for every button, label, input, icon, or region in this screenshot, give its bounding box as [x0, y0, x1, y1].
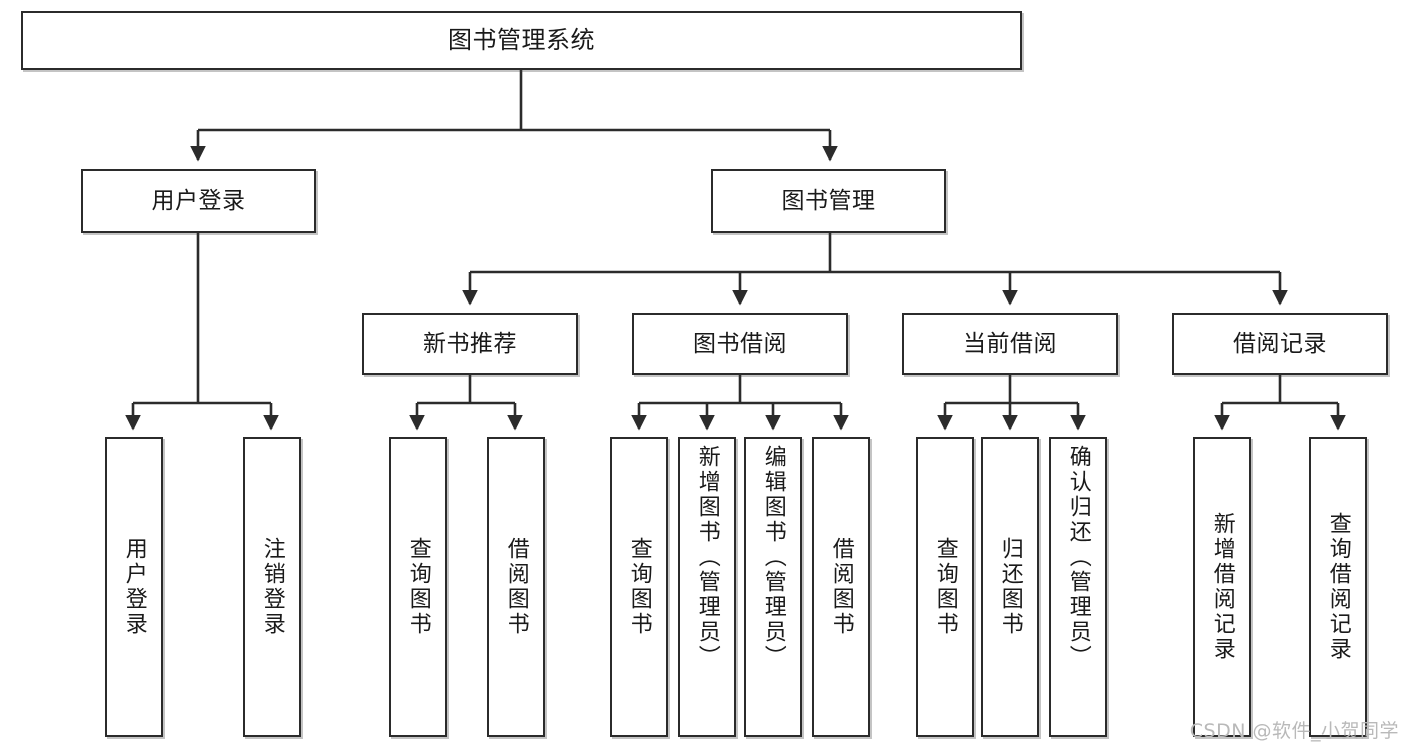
- node-book-management-label: 图书管理: [781, 187, 876, 214]
- node-leaf-query-book-1-label: 查询图书: [405, 537, 431, 637]
- node-leaf-return-book-label: 归还图书: [997, 537, 1023, 637]
- node-leaf-edit-book[interactable]: 编辑图书（管理员）: [744, 437, 802, 737]
- node-current-borrow[interactable]: 当前借阅: [902, 313, 1118, 375]
- watermark: CSDN @软件_小贺同学: [1189, 720, 1399, 742]
- node-borrow-record[interactable]: 借阅记录: [1172, 313, 1388, 375]
- node-leaf-add-borrow-record[interactable]: 新增借阅记录: [1193, 437, 1251, 737]
- node-root-label: 图书管理系统: [448, 25, 595, 54]
- node-leaf-logout-login[interactable]: 注销登录: [243, 437, 301, 737]
- node-user-login-label: 用户登录: [151, 187, 246, 214]
- node-book-borrow[interactable]: 图书借阅: [632, 313, 848, 375]
- node-current-borrow-label: 当前借阅: [963, 330, 1057, 357]
- node-leaf-confirm-return[interactable]: 确认归还（管理员）: [1049, 437, 1107, 737]
- node-book-management[interactable]: 图书管理: [711, 169, 946, 233]
- node-leaf-query-borrow-record[interactable]: 查询借阅记录: [1309, 437, 1367, 737]
- node-leaf-borrow-book-2[interactable]: 借阅图书: [812, 437, 870, 737]
- node-leaf-query-book-2[interactable]: 查询图书: [610, 437, 668, 737]
- node-leaf-query-book-3-label: 查询图书: [932, 537, 958, 637]
- node-root[interactable]: 图书管理系统: [21, 11, 1022, 70]
- node-leaf-add-book[interactable]: 新增图书（管理员）: [678, 437, 736, 737]
- node-user-login[interactable]: 用户登录: [81, 169, 316, 233]
- node-new-book-recommend[interactable]: 新书推荐: [362, 313, 578, 375]
- node-leaf-confirm-return-label: 确认归还（管理员）: [1065, 445, 1091, 670]
- node-leaf-return-book[interactable]: 归还图书: [981, 437, 1039, 737]
- node-leaf-query-book-3[interactable]: 查询图书: [916, 437, 974, 737]
- node-leaf-add-book-label: 新增图书（管理员）: [694, 445, 720, 670]
- node-leaf-user-login[interactable]: 用户登录: [105, 437, 163, 737]
- node-leaf-borrow-book-2-label: 借阅图书: [828, 537, 854, 637]
- node-leaf-logout-login-label: 注销登录: [259, 537, 285, 637]
- node-leaf-edit-book-label: 编辑图书（管理员）: [760, 445, 786, 670]
- node-leaf-query-book-1[interactable]: 查询图书: [389, 437, 447, 737]
- node-leaf-query-book-2-label: 查询图书: [626, 537, 652, 637]
- node-leaf-user-login-label: 用户登录: [121, 537, 147, 637]
- node-leaf-add-borrow-record-label: 新增借阅记录: [1209, 512, 1235, 662]
- node-leaf-borrow-book-1[interactable]: 借阅图书: [487, 437, 545, 737]
- node-leaf-query-borrow-record-label: 查询借阅记录: [1325, 512, 1351, 662]
- node-new-book-recommend-label: 新书推荐: [423, 330, 517, 357]
- node-borrow-record-label: 借阅记录: [1233, 330, 1327, 357]
- node-book-borrow-label: 图书借阅: [693, 330, 787, 357]
- node-leaf-borrow-book-1-label: 借阅图书: [503, 537, 529, 637]
